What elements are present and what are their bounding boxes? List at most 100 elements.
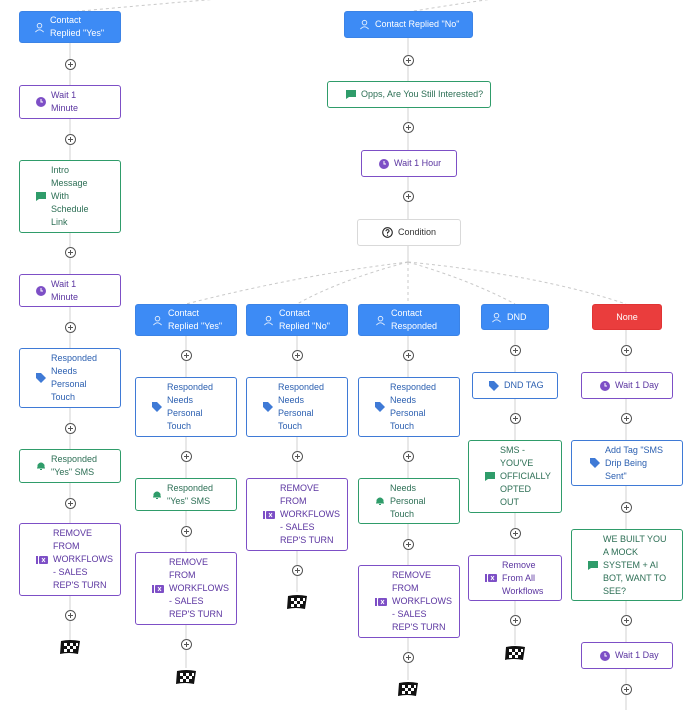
- add-step-button[interactable]: [621, 413, 632, 424]
- add-step-button[interactable]: [403, 191, 414, 202]
- person-icon: [34, 22, 45, 33]
- person-icon: [152, 315, 163, 326]
- branch-label: Contact Responded: [391, 308, 438, 331]
- add-step-button[interactable]: [65, 610, 76, 621]
- add-step-button[interactable]: [403, 652, 414, 663]
- workflow-step[interactable]: REMOVE FROM WORKFLOWS - SALES REP'S TURN: [19, 523, 121, 596]
- wait-step-label: Wait 1 Day: [615, 650, 659, 660]
- branch-contact-replied-no[interactable]: Contact Replied "No": [246, 304, 348, 336]
- sms-step[interactable]: WE BUILT YOU A MOCK SYSTEM + AI BOT, WAN…: [571, 529, 683, 601]
- add-step-button[interactable]: [510, 413, 521, 424]
- tag-step[interactable]: Responded Needs Personal Touch: [246, 377, 348, 437]
- wait-step[interactable]: Wait 1 Hour: [361, 150, 457, 177]
- sms-step[interactable]: Responded "Yes" SMS: [19, 449, 121, 483]
- sms-step-label: Opps, Are You Still Interested?: [361, 89, 484, 99]
- tag-icon: [375, 402, 385, 412]
- add-step-button[interactable]: [403, 451, 414, 462]
- tag-icon: [263, 402, 273, 412]
- add-step-button[interactable]: [65, 423, 76, 434]
- workflow-step[interactable]: REMOVE FROM WORKFLOWS - SALES REP'S TURN: [135, 552, 237, 625]
- tag-icon: [36, 373, 46, 383]
- add-step-button[interactable]: [292, 451, 303, 462]
- add-step-button[interactable]: [621, 502, 632, 513]
- add-step-button[interactable]: [292, 350, 303, 361]
- add-step-button[interactable]: [292, 565, 303, 576]
- tag-step[interactable]: Responded Needs Personal Touch: [358, 377, 460, 437]
- condition-step[interactable]: Condition: [357, 219, 461, 246]
- person-icon: [491, 312, 502, 323]
- branch-label: DND: [507, 311, 527, 322]
- tag-step[interactable]: Add Tag "SMS Drip Being Sent": [571, 440, 683, 486]
- connector-top-right: [407, 0, 490, 13]
- trigger-label: Contact Replied "No": [375, 19, 460, 29]
- tag-icon: [590, 458, 600, 468]
- add-step-button[interactable]: [181, 639, 192, 650]
- workflow-step[interactable]: Remove From All Workflows: [468, 555, 562, 601]
- connector-fan-2: [296, 261, 409, 305]
- tag-step[interactable]: Responded Needs Personal Touch: [135, 377, 237, 437]
- finish-flag-icon: [60, 640, 80, 654]
- clock-icon: [600, 650, 610, 661]
- wait-step[interactable]: Wait 1 Minute: [19, 85, 121, 119]
- tag-step-label: Responded Needs Personal Touch: [167, 382, 214, 431]
- bell-icon: [375, 496, 385, 506]
- workflow-step-label: REMOVE FROM WORKFLOWS - SALES REP'S TURN: [53, 528, 113, 590]
- branch-none[interactable]: None: [592, 304, 662, 330]
- finish-flag-icon: [176, 670, 196, 684]
- workflow-step-label: REMOVE FROM WORKFLOWS - SALES REP'S TURN: [280, 483, 340, 545]
- add-step-button[interactable]: [65, 134, 76, 145]
- sms-step[interactable]: Opps, Are You Still Interested?: [327, 81, 491, 108]
- workflow-remove-icon: [152, 584, 164, 594]
- branch-dnd[interactable]: DND: [481, 304, 549, 330]
- chat-icon: [36, 192, 46, 201]
- wait-step-label: Wait 1 Minute: [51, 90, 79, 113]
- workflow-step[interactable]: REMOVE FROM WORKFLOWS - SALES REP'S TURN: [358, 565, 460, 638]
- add-step-button[interactable]: [510, 528, 521, 539]
- sms-step[interactable]: Intro Message With Schedule Link: [19, 160, 121, 233]
- add-step-button[interactable]: [510, 345, 521, 356]
- tag-step[interactable]: DND TAG: [472, 372, 558, 399]
- wait-step[interactable]: Wait 1 Minute: [19, 274, 121, 307]
- workflow-remove-icon: [375, 597, 387, 607]
- add-step-button[interactable]: [65, 322, 76, 333]
- branch-contact-replied-yes[interactable]: Contact Replied "Yes": [135, 304, 237, 336]
- chat-icon: [588, 560, 598, 570]
- tag-step-label: DND TAG: [504, 380, 544, 390]
- add-step-button[interactable]: [510, 615, 521, 626]
- sms-step[interactable]: Needs Personal Touch: [358, 478, 460, 524]
- sms-step[interactable]: Responded "Yes" SMS: [135, 478, 237, 511]
- clock-icon: [36, 97, 46, 107]
- add-step-button[interactable]: [65, 59, 76, 70]
- person-icon: [359, 19, 370, 30]
- wait-step[interactable]: Wait 1 Day: [581, 642, 673, 669]
- add-step-button[interactable]: [65, 498, 76, 509]
- add-step-button[interactable]: [403, 539, 414, 550]
- bell-icon: [36, 461, 46, 471]
- add-step-button[interactable]: [403, 122, 414, 133]
- sms-step-label: Needs Personal Touch: [390, 482, 426, 519]
- tag-step[interactable]: Responded Needs Personal Touch: [19, 348, 121, 408]
- sms-step[interactable]: SMS - YOU'VE OFFICIALLY OPTED OUT: [468, 440, 562, 513]
- bell-icon: [152, 490, 162, 500]
- wait-step[interactable]: Wait 1 Day: [581, 372, 673, 399]
- tag-icon: [152, 402, 162, 412]
- chat-icon: [485, 472, 495, 481]
- workflow-step[interactable]: REMOVE FROM WORKFLOWS - SALES REP'S TURN: [246, 478, 348, 551]
- sms-step-label: Responded "Yes" SMS: [51, 454, 98, 477]
- add-step-button[interactable]: [621, 345, 632, 356]
- add-step-button[interactable]: [403, 350, 414, 361]
- add-step-button[interactable]: [65, 247, 76, 258]
- tag-icon: [489, 380, 499, 391]
- add-step-button[interactable]: [181, 350, 192, 361]
- branch-label: Contact Replied "Yes": [168, 308, 223, 331]
- add-step-button[interactable]: [181, 451, 192, 462]
- add-step-button[interactable]: [181, 526, 192, 537]
- add-step-button[interactable]: [621, 615, 632, 626]
- trigger-contact-replied-no[interactable]: Contact Replied "No": [344, 11, 473, 38]
- add-step-button[interactable]: [621, 684, 632, 695]
- branch-contact-responded[interactable]: Contact Responded: [358, 304, 460, 336]
- chat-icon: [346, 90, 356, 99]
- trigger-contact-replied-yes[interactable]: Contact Replied "Yes": [19, 11, 121, 43]
- workflow-step-label: REMOVE FROM WORKFLOWS - SALES REP'S TURN: [392, 570, 452, 632]
- add-step-button[interactable]: [403, 55, 414, 66]
